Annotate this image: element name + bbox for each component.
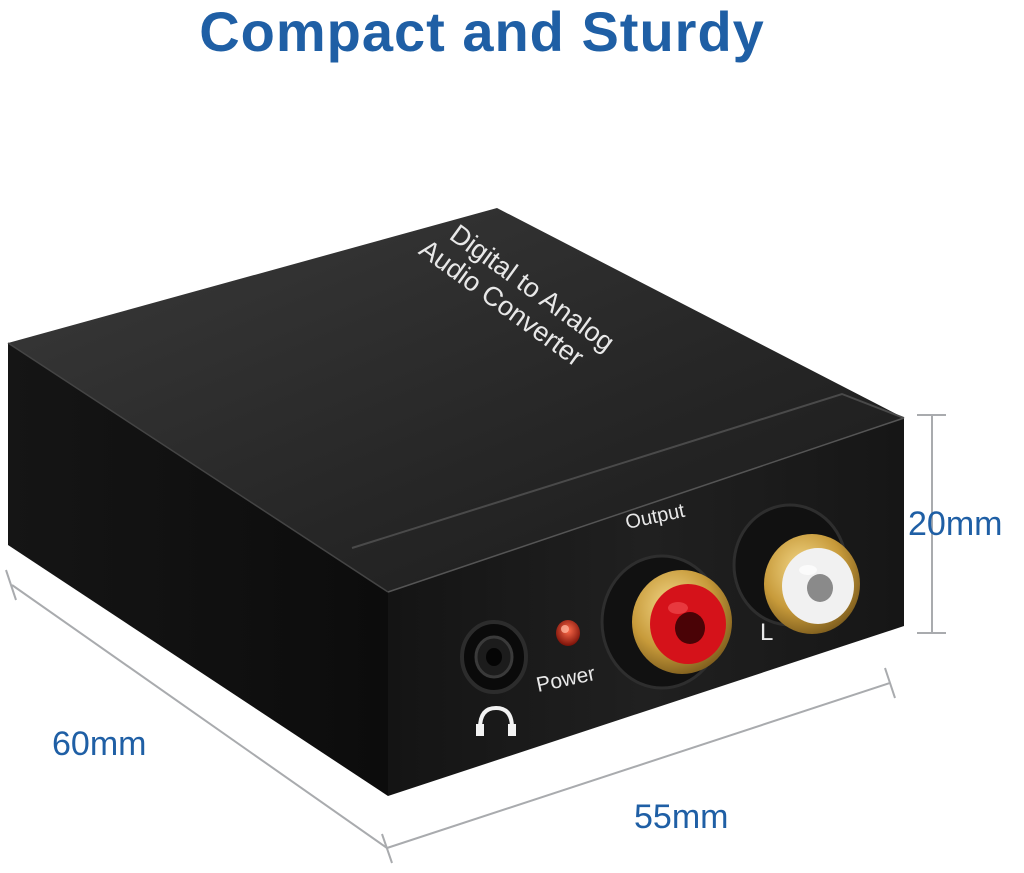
headphone-icon — [476, 705, 516, 736]
headphone-jack — [460, 620, 528, 694]
dimension-lines — [5, 414, 946, 864]
device-left-face — [8, 343, 388, 796]
converter-device: Digital to Analog Audio Converter Output… — [7, 208, 905, 796]
rca-output-red — [600, 554, 732, 690]
width-dimension-label: 55mm — [634, 798, 729, 836]
depth-dimension-line — [11, 584, 388, 849]
depth-dimension-label: 60mm — [52, 725, 147, 763]
device-top-face — [8, 208, 904, 592]
rca-output-white — [732, 503, 860, 634]
headline-title: Compact and Sturdy — [199, 0, 765, 63]
width-dimension-line — [386, 682, 891, 849]
left-channel-label: L — [760, 619, 773, 646]
power-led — [556, 620, 580, 646]
height-dimension-label: 20mm — [908, 505, 1003, 543]
